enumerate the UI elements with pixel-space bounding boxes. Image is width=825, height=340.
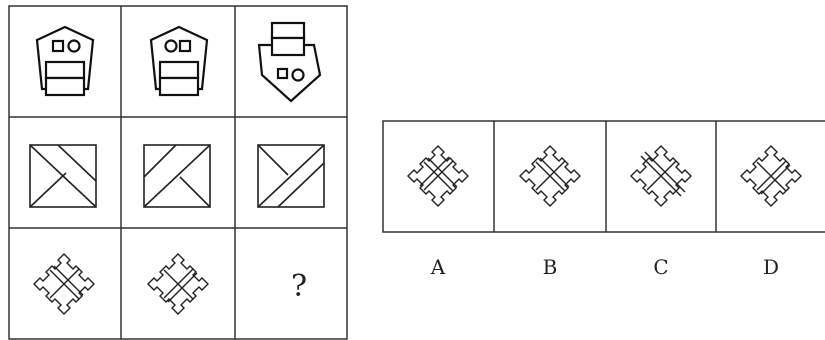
cell-r2c2-figure bbox=[144, 145, 210, 207]
option-c-figure bbox=[631, 146, 691, 206]
option-a-figure bbox=[408, 146, 468, 206]
option-a-label[interactable]: A bbox=[418, 255, 458, 279]
option-d-figure bbox=[741, 146, 801, 206]
options-frame bbox=[383, 121, 825, 232]
cell-r2c1-figure bbox=[30, 145, 96, 207]
cell-r1c3-figure bbox=[259, 23, 320, 101]
answer-options-figure bbox=[382, 120, 825, 235]
missing-cell-question-mark: ? bbox=[243, 233, 355, 340]
answer-options bbox=[382, 120, 825, 235]
cell-r2c3-figure bbox=[258, 145, 324, 207]
option-b-figure bbox=[520, 146, 580, 206]
option-c-label[interactable]: C bbox=[641, 255, 681, 279]
cell-r1c1-figure bbox=[37, 27, 93, 95]
puzzle-grid: ? bbox=[8, 5, 348, 340]
option-d-label[interactable]: D bbox=[751, 255, 791, 279]
option-b-label[interactable]: B bbox=[530, 255, 570, 279]
cell-r1c2-figure bbox=[151, 27, 207, 95]
